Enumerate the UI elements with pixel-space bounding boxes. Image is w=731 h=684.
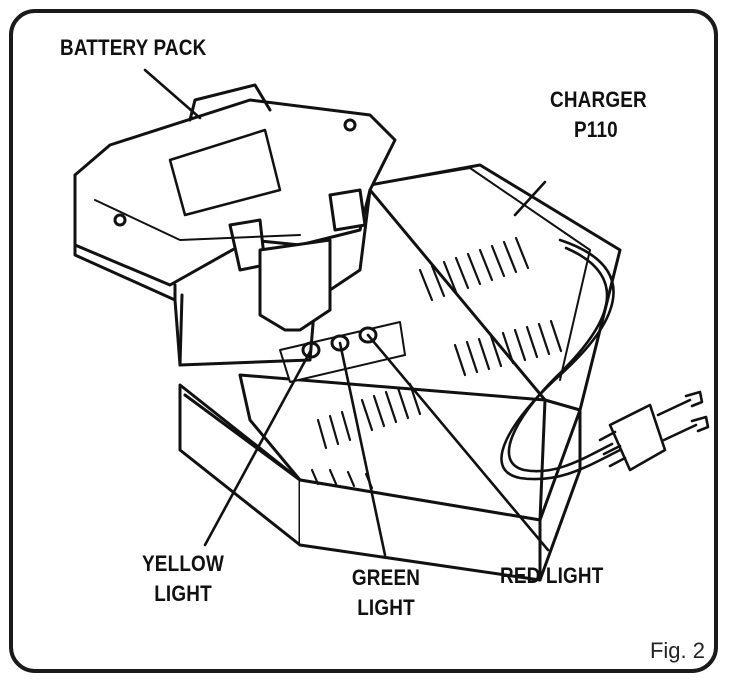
yellow-light-leader [203,348,313,547]
red-light-label: RED LIGHT [500,563,604,588]
charger-body [178,163,622,582]
battery-pack-leader [143,68,202,120]
green-light-leader [338,341,387,557]
yellow-light-label-line2: LIGHT [154,581,212,606]
battery-pack-label: BATTERY PACK [60,35,207,60]
charger-label-line1: CHARGER [550,87,647,112]
figure-caption: Fig. 2 [649,638,705,663]
power-cord [500,238,710,481]
charger-leader [513,180,547,217]
green-light-label-line1: GREEN [351,565,421,590]
battery-pack [73,83,397,367]
charger-label-line2: P110 [574,117,618,142]
vent-slots [310,236,563,490]
yellow-light-label-line1: YELLOW [142,551,224,576]
green-light-label-line2: LIGHT [357,595,415,620]
red-light-leader [366,333,550,552]
leader-lines [143,68,550,557]
